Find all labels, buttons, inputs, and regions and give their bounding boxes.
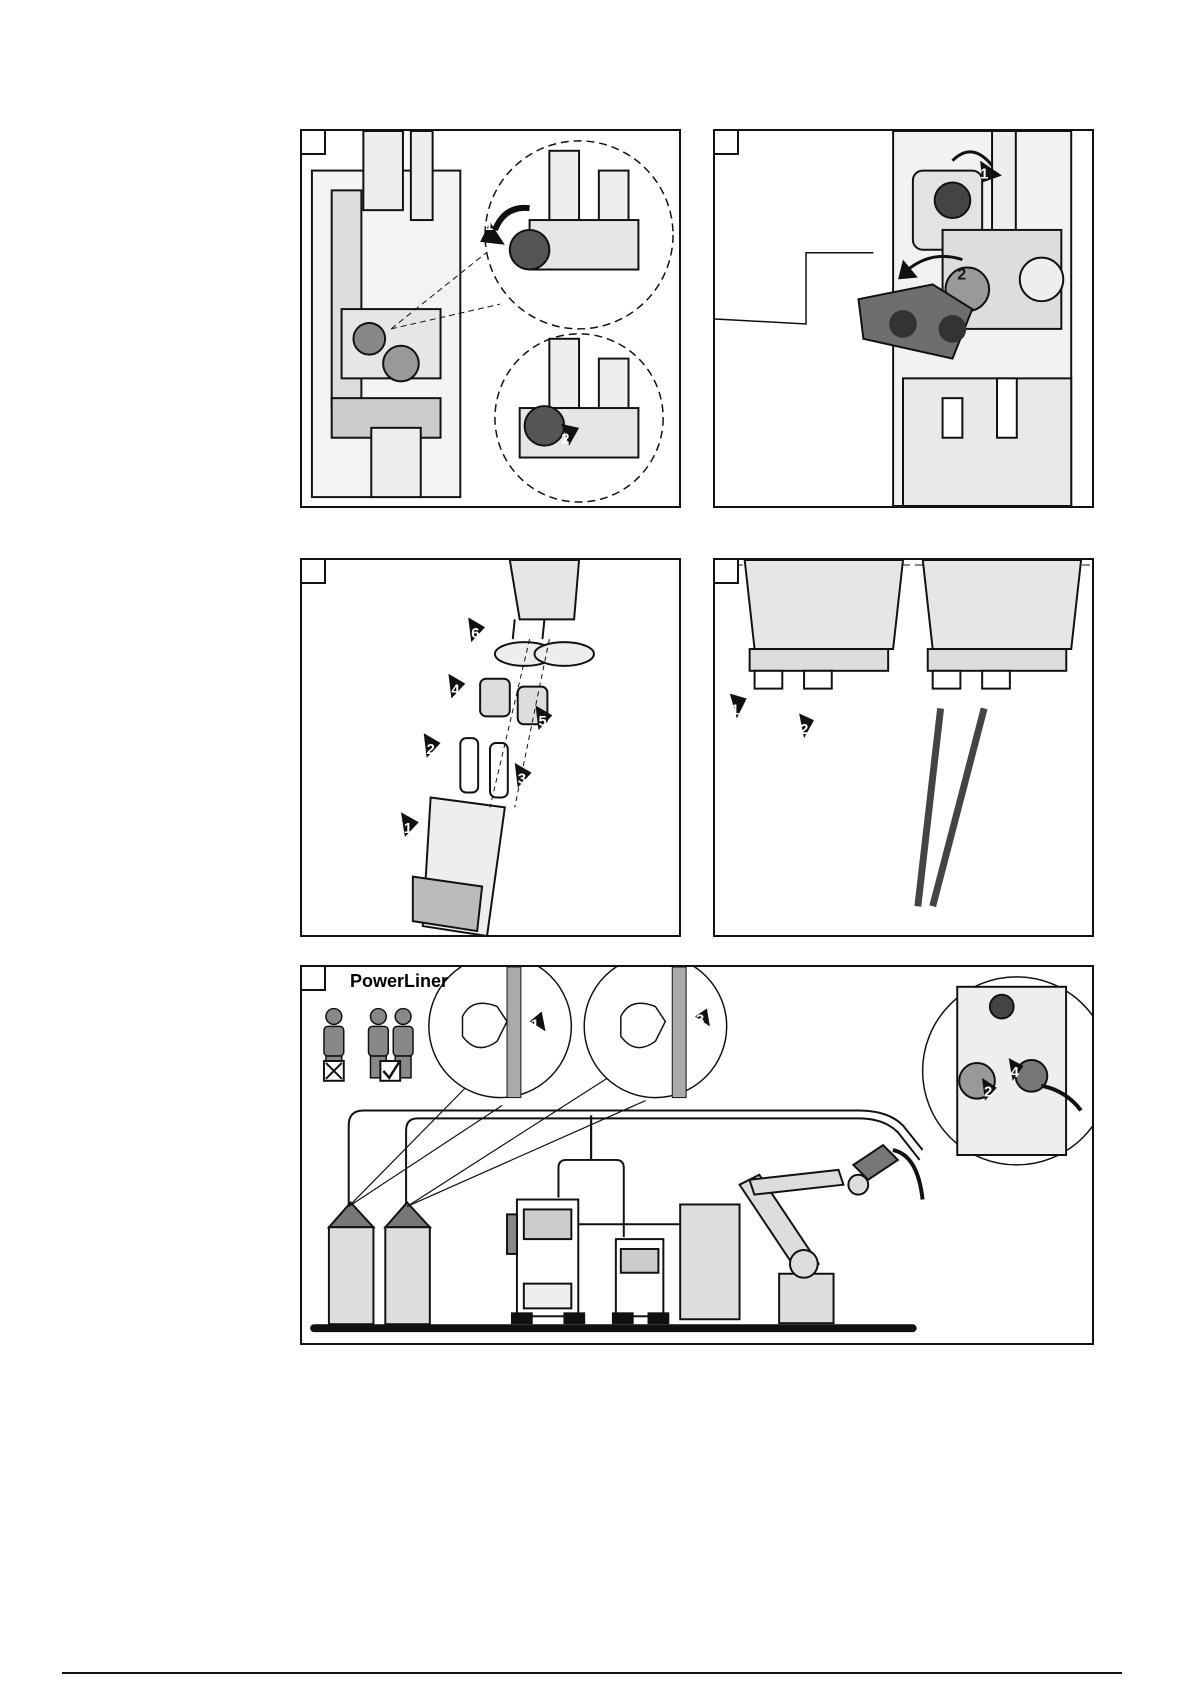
arrow-number: 1: [485, 218, 493, 234]
connector-exploded-illustration: 1 2 3 4 5 6: [302, 560, 679, 935]
step-number-box: [302, 560, 326, 584]
arrow-number: 4: [451, 683, 460, 699]
arrow-number: 2: [800, 722, 808, 738]
step-number-box: [715, 131, 739, 155]
arrow-number: 2: [427, 742, 435, 758]
arrow-number: 1: [404, 821, 412, 837]
arrow-number: 4: [1011, 1065, 1020, 1081]
page-footer-rule: [62, 1672, 1122, 1674]
panel-remove-liners: 1 2: [713, 558, 1094, 937]
arrow-number: 1: [531, 1017, 539, 1033]
powerliner-system-illustration: 1 3 2 4: [302, 967, 1092, 1343]
arrow-number: 2: [561, 432, 569, 448]
drive-unit-open-illustration: 1 2: [715, 131, 1092, 506]
arrow-number: 6: [471, 626, 479, 642]
arrow-number: 2: [957, 266, 966, 283]
panel-powerliner-system: PowerLiner: [300, 965, 1094, 1345]
arrow-number: 1: [980, 166, 988, 182]
arrow-number: 1: [731, 702, 739, 718]
panel-drive-unit-release: 1 2: [300, 129, 681, 508]
arrow-number: 5: [538, 714, 546, 730]
check-box-icon: [380, 1061, 400, 1081]
arrow-number: 3: [696, 1012, 704, 1028]
cross-box-icon: [324, 1061, 344, 1081]
liner-removal-illustration: 1 2: [715, 560, 1092, 935]
arrow-number: 2: [984, 1085, 992, 1101]
panel-disassemble-connector: 1 2 3 4 5 6: [300, 558, 681, 937]
panel-open-drive-unit: 1 2: [713, 129, 1094, 508]
arrow-number: 3: [518, 772, 526, 788]
step-number-box: [302, 967, 326, 991]
drive-unit-illustration: 1 2: [302, 131, 679, 506]
step-number-box: [302, 131, 326, 155]
panel-title: PowerLiner: [350, 971, 448, 992]
step-number-box: [715, 560, 739, 584]
